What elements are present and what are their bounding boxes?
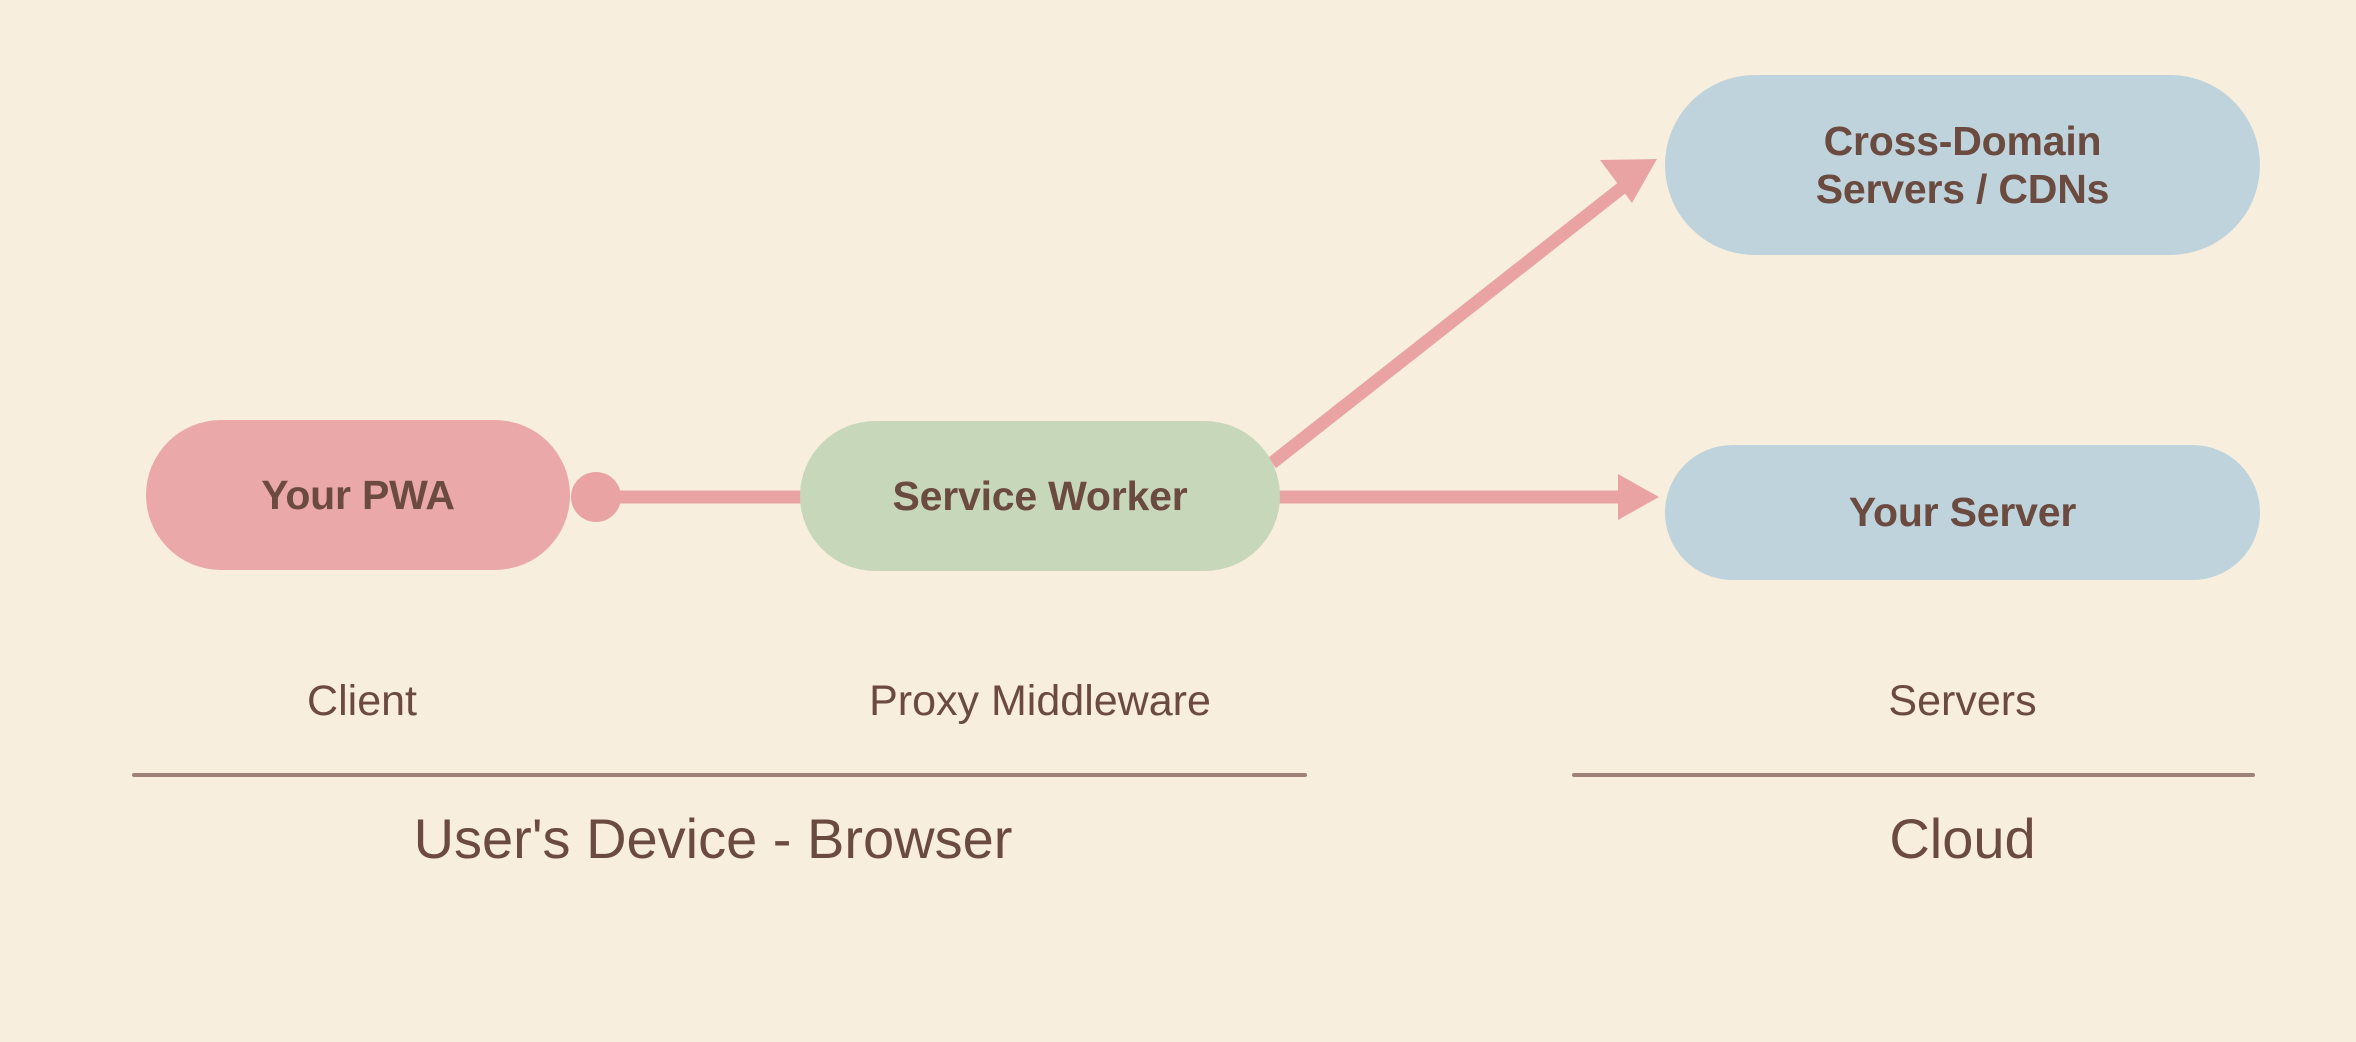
node-your-server-label: Your Server <box>1848 489 2077 535</box>
group-title-users-device-browser: User's Device - Browser <box>413 807 1013 870</box>
edge-sw-to-cdn-line <box>1267 177 1633 469</box>
group-divider-device <box>132 773 1307 777</box>
node-cross-domain-servers-cdns[interactable]: Cross-Domain Servers / CDNs <box>1665 75 2260 255</box>
edge-sw-to-server <box>1277 474 1659 520</box>
node-cross-domain-servers-cdns-label: Cross-Domain Servers / CDNs <box>1790 117 2135 214</box>
edge-pwa-to-sw <box>571 472 808 522</box>
edge-sw-to-cdn-arrowhead <box>1600 159 1657 203</box>
node-cross-domain-line-1: Cross-Domain <box>1823 117 2102 164</box>
edge-pwa-to-sw-start-dot <box>571 472 621 522</box>
group-divider-cloud <box>1572 773 2255 777</box>
group-title-cloud: Cloud <box>1889 807 2036 870</box>
edge-sw-to-cdn <box>1267 159 1657 469</box>
zone-label-proxy-middleware: Proxy Middleware <box>869 677 1211 725</box>
node-service-worker-label: Service Worker <box>892 472 1188 519</box>
node-your-server[interactable]: Your Server <box>1665 445 2260 580</box>
node-your-pwa[interactable]: Your PWA <box>146 420 570 570</box>
zone-label-client: Client <box>307 677 417 725</box>
zone-label-servers: Servers <box>1888 677 2037 725</box>
node-cross-domain-line-2: Servers / CDNs <box>1815 166 2110 212</box>
edge-sw-to-server-arrowhead <box>1618 474 1659 520</box>
node-service-worker[interactable]: Service Worker <box>800 421 1280 571</box>
node-your-pwa-label: Your PWA <box>261 471 455 518</box>
